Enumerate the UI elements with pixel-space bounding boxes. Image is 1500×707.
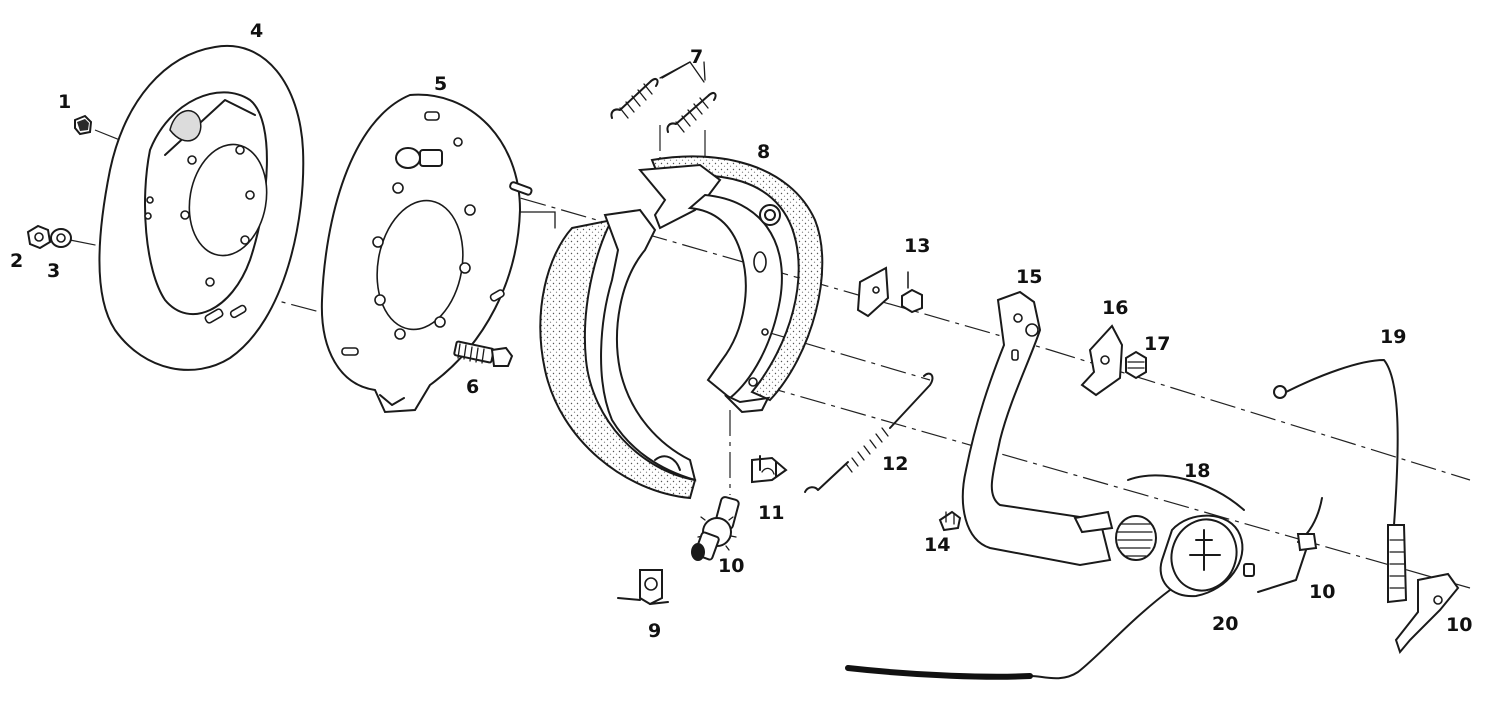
part-8-brake-shoe-front: [539, 208, 697, 500]
callout-2: 2: [10, 250, 23, 272]
callout-11: 11: [758, 502, 784, 524]
callout-19: 19: [1380, 326, 1406, 348]
part-13-bracket: [856, 266, 923, 318]
part-14-clip: [938, 510, 962, 532]
callout-10-spring: 10: [1309, 581, 1335, 603]
part-19-rod: [1273, 359, 1408, 604]
part-9-clip: [617, 569, 669, 606]
callout-10-adjuster: 10: [718, 555, 744, 577]
callout-6: 6: [466, 376, 479, 398]
callout-18: 18: [1184, 460, 1210, 482]
part-1-clip: [74, 114, 93, 136]
callout-10-lever: 10: [1446, 614, 1472, 636]
part-15-actuating-lever: [961, 290, 1114, 567]
callout-7: 7: [690, 46, 703, 68]
part-10-adjuster-lever-right: [1394, 572, 1460, 655]
callout-14: 14: [924, 534, 950, 556]
callout-4: 4: [250, 20, 263, 42]
part-18-magnet-assembly: [845, 474, 1245, 680]
callout-17: 17: [1144, 333, 1170, 355]
callout-15: 15: [1016, 266, 1042, 288]
part-11-clip: [751, 455, 788, 484]
callout-labels: 1 2 3 4 5 6 7 8 9 10 10 10 11 12 13 14 1…: [10, 20, 1472, 642]
part-3-washer: [50, 228, 72, 248]
part-8-brake-shoe-rear: [638, 155, 824, 414]
part-10-adjuster-screw: [691, 496, 740, 561]
callout-16: 16: [1102, 297, 1128, 319]
part-16-bracket: [1080, 324, 1124, 397]
part-10-adjuster-spring-right: [1257, 497, 1323, 593]
callout-20: 20: [1212, 613, 1238, 635]
callout-13: 13: [904, 235, 930, 257]
part-17-nut: [1125, 350, 1147, 380]
part-20-plug: [1243, 563, 1255, 577]
part-4-dust-shield: [98, 44, 305, 371]
callout-leaders: [659, 61, 909, 289]
callout-12: 12: [882, 453, 908, 475]
callout-3: 3: [47, 260, 60, 282]
part-2-nut: [26, 224, 52, 250]
part-12-spring: [804, 372, 934, 493]
callout-5: 5: [434, 73, 447, 95]
callout-9: 9: [648, 620, 661, 642]
callout-1: 1: [58, 91, 71, 113]
part-7-springs: [610, 61, 717, 133]
part-6-bolt: [453, 340, 514, 367]
callout-8: 8: [757, 141, 770, 163]
part-5-backing-plate: [320, 93, 533, 414]
